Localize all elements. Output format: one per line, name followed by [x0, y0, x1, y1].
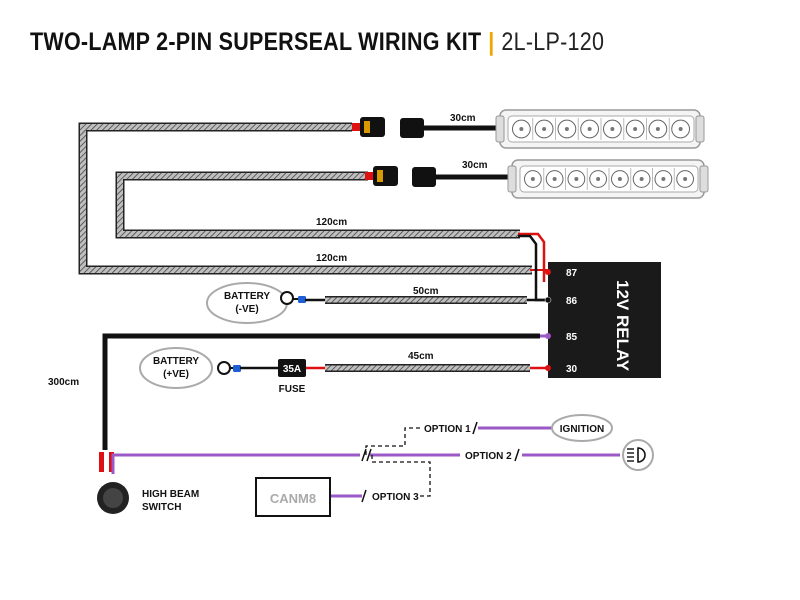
canm8-module: CANM8 — [255, 477, 331, 517]
lamp1-led-core — [542, 127, 547, 131]
lamp2-loom — [115, 171, 548, 302]
lamp2-led-core — [617, 177, 622, 181]
option1-wire — [365, 421, 552, 455]
battery-pos-line2: (+VE) — [163, 369, 189, 380]
title-separator: | — [488, 28, 495, 56]
option1-label: OPTION 1 — [424, 424, 471, 435]
lamp2-led-core — [596, 177, 601, 181]
fuse-label: FUSE — [279, 384, 306, 395]
battery-positive: BATTERY (+VE) — [139, 347, 213, 389]
lamp2-connector-female — [365, 166, 398, 186]
canm8-label: CANM8 — [270, 491, 316, 506]
lamp2-led-core — [639, 177, 644, 181]
lamp1-led-core — [633, 127, 638, 131]
option3-wire — [330, 455, 431, 503]
option2-wire — [111, 448, 620, 474]
lamp1-connector-female — [352, 117, 385, 137]
page-title: TWO-LAMP 2-PIN SUPERSEAL WIRING KIT|2L-L… — [30, 28, 604, 57]
switch-label-line1: HIGH BEAM — [142, 489, 199, 500]
lamp2-led-core — [530, 177, 535, 181]
option2-label: OPTION 2 — [465, 451, 512, 462]
fuse: 35A — [278, 359, 306, 377]
lamp1-led-core — [655, 127, 660, 131]
lamp1-led-core — [564, 127, 569, 131]
battery-neg-line1: BATTERY — [224, 291, 270, 302]
lamp1-led-core — [678, 127, 683, 131]
lamp2-led-core — [574, 177, 579, 181]
title-main: TWO-LAMP 2-PIN SUPERSEAL WIRING KIT — [30, 28, 482, 56]
battery-neg-line2: (-VE) — [235, 304, 258, 315]
option3-label: OPTION 3 — [372, 492, 419, 503]
fuse-rating: 35A — [283, 364, 301, 375]
ignition: IGNITION — [551, 414, 613, 442]
relay: 87 86 85 30 12V RELAY — [548, 262, 661, 378]
lamp1-loom-length: 120cm — [316, 253, 347, 264]
switch-label-line2: SWITCH — [142, 502, 181, 513]
battery-negative: BATTERY (-VE) — [206, 282, 288, 324]
switch-cable-length: 300cm — [48, 377, 79, 388]
ignition-label: IGNITION — [560, 424, 604, 435]
lamp1-leds — [512, 118, 690, 140]
relay-pin-86: 86 — [566, 296, 578, 307]
positive-cable-length: 45cm — [408, 351, 434, 362]
relay-label: 12V RELAY — [613, 280, 632, 372]
relay-pin-30: 30 — [566, 364, 578, 375]
lamp2-led-core — [661, 177, 666, 181]
lamp2-cable-length: 30cm — [462, 160, 488, 171]
positive-ring-terminal — [217, 361, 280, 375]
lamp1-loom — [78, 122, 549, 275]
lamp2-led-core — [683, 177, 688, 181]
product-code: 2L-LP-120 — [501, 28, 605, 56]
lamp2-leds — [524, 168, 694, 190]
lamp2-led-core — [552, 177, 557, 181]
lamp1-led-core — [610, 127, 615, 131]
negative-cable-length: 50cm — [413, 286, 439, 297]
relay-pin-85: 85 — [566, 332, 578, 343]
high-beam-indicator — [622, 439, 654, 471]
lamp1-cable-length: 30cm — [450, 113, 476, 124]
lamp2-loom-length: 120cm — [316, 217, 347, 228]
relay-pin-87: 87 — [566, 268, 578, 279]
negative-ring-terminal — [280, 291, 325, 305]
relay-pin-dots — [544, 269, 552, 371]
lamp1-led-core — [587, 127, 592, 131]
lamp1-lightbar — [495, 109, 705, 149]
lamp1-led-core — [519, 127, 524, 131]
battery-pos-line1: BATTERY — [153, 356, 199, 367]
